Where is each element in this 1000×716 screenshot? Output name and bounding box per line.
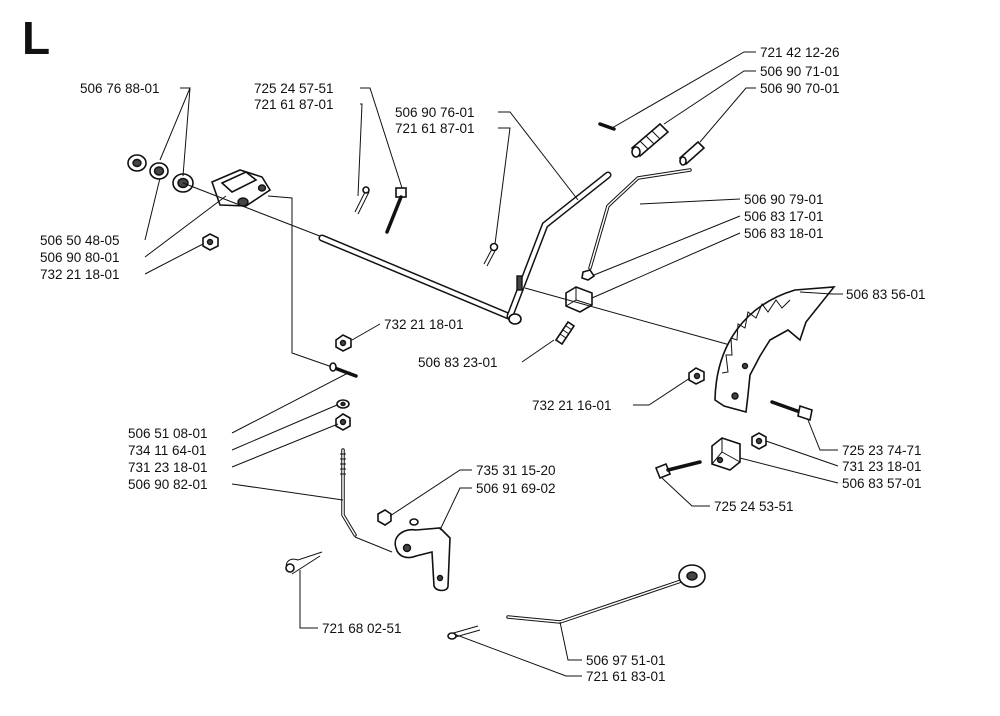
nut-stack-top: [335, 334, 352, 352]
label-735-31-15-20: 735 31 15-20: [476, 463, 556, 478]
bolt-clamp: [654, 460, 702, 480]
drop-line-clevis: [267, 195, 336, 369]
label-721-68-02-51: 721 68 02-51: [322, 621, 402, 636]
cross-shaft: [318, 171, 612, 325]
nut-left: [202, 233, 219, 251]
spring-sleeve: [630, 122, 670, 158]
label-732-21-18-01-a: 732 21 18-01: [40, 267, 120, 282]
section-letter: L: [22, 12, 50, 64]
label-506-83-17-01: 506 83 17-01: [744, 209, 824, 224]
label-721-61-87-01-b: 721 61 87-01: [395, 121, 475, 136]
label-732-21-18-01-b: 732 21 18-01: [384, 317, 464, 332]
clevis-bracket: [210, 169, 272, 207]
label-506-90-76-01: 506 90 76-01: [395, 105, 475, 120]
spring-small: [554, 320, 576, 346]
label-506-83-18-01: 506 83 18-01: [744, 226, 824, 241]
leader-lines: [144, 51, 843, 677]
rod-to-lever-line: [354, 536, 393, 553]
part-labels: 506 76 88-01 725 24 57-51 721 61 87-01 5…: [40, 45, 926, 684]
axis-line-right: [524, 287, 731, 346]
label-506-50-48-05: 506 50 48-05: [40, 233, 120, 248]
small-nut-lever: [377, 509, 419, 526]
bolt-shaft: [385, 187, 407, 234]
connecting-rod: [588, 168, 692, 270]
label-506-83-56-01: 506 83 56-01: [846, 287, 926, 302]
label-506-90-82-01: 506 90 82-01: [128, 477, 208, 492]
label-725-24-57-51: 725 24 57-51: [254, 81, 334, 96]
label-506-91-69-02: 506 91 69-02: [476, 481, 556, 496]
axis-line-left: [182, 182, 331, 241]
washer-stack: [336, 399, 350, 409]
clamp-block: [711, 437, 741, 471]
label-721-61-87-01-a: 721 61 87-01: [254, 97, 334, 112]
spacer-washers: [127, 154, 194, 193]
label-721-61-83-01: 721 61 83-01: [586, 669, 666, 684]
split-pin-shaft: [354, 186, 370, 215]
hairpin-clip: [285, 551, 323, 575]
split-pin-bend: [483, 242, 499, 267]
label-506-51-08-01: 506 51 08-01: [128, 426, 208, 441]
pivot-block: [565, 286, 593, 313]
nut-sector: [688, 367, 705, 385]
nut-clamp: [751, 432, 767, 450]
pin-upper: [598, 122, 616, 131]
label-506-83-57-01: 506 83 57-01: [842, 476, 922, 491]
label-506-90-71-01: 506 90 71-01: [760, 64, 840, 79]
label-721-42-12-26: 721 42 12-26: [760, 45, 840, 60]
split-pin-link: [447, 625, 481, 640]
label-732-21-16-01: 732 21 16-01: [532, 398, 612, 413]
link-rod: [506, 564, 706, 624]
label-506-97-51-01: 506 97 51-01: [586, 653, 666, 668]
label-506-90-79-01: 506 90 79-01: [744, 192, 824, 207]
label-731-23-18-01-a: 731 23 18-01: [128, 460, 208, 475]
lever-plate: [394, 527, 451, 592]
cable-end: [678, 140, 706, 166]
bolt-right: [770, 400, 813, 422]
threaded-rod: [340, 448, 357, 537]
nut-stack-bottom: [335, 413, 351, 431]
label-506-90-70-01: 506 90 70-01: [760, 81, 840, 96]
small-nut: [581, 269, 596, 281]
pin-stack: [329, 362, 358, 378]
label-734-11-64-01: 734 11 64-01: [128, 443, 207, 458]
label-731-23-18-01-b: 731 23 18-01: [842, 459, 922, 474]
label-725-24-53-51: 725 24 53-51: [714, 499, 794, 514]
label-506-83-23-01: 506 83 23-01: [418, 355, 498, 370]
toothed-sector: [714, 286, 836, 414]
label-506-90-80-01: 506 90 80-01: [40, 250, 120, 265]
label-725-23-74-71: 725 23 74-71: [842, 443, 922, 458]
label-506-76-88-01: 506 76 88-01: [80, 81, 160, 96]
